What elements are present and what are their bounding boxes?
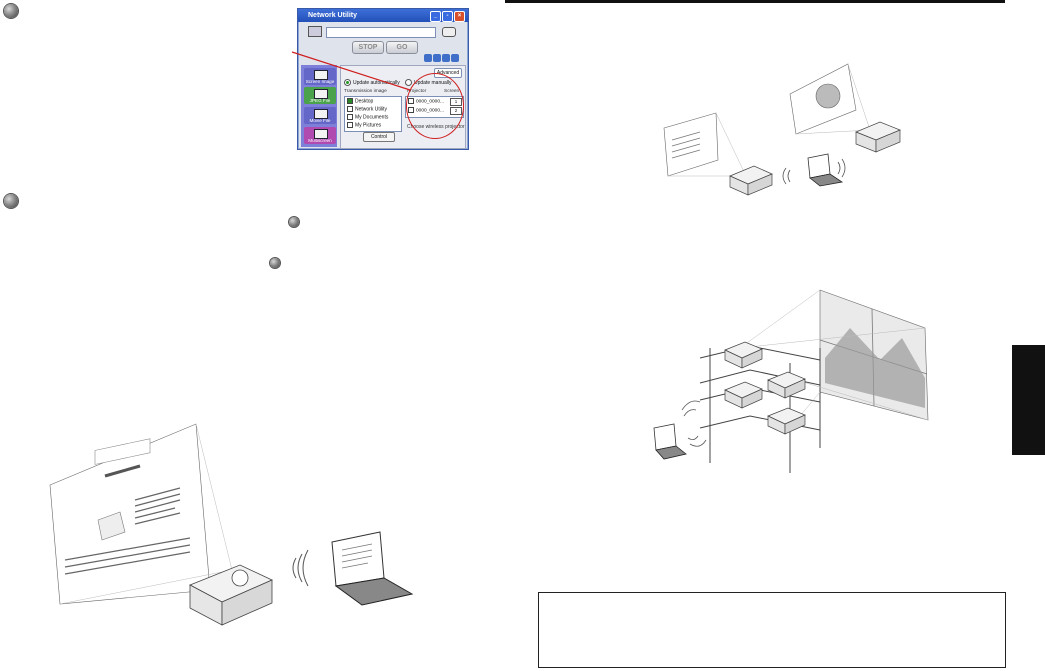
update-auto-radio[interactable]: Update automatically: [344, 79, 400, 86]
slide-text-block: [671, 131, 701, 159]
info-icon[interactable]: [451, 54, 459, 62]
nav-screen-image[interactable]: Screen Image: [304, 68, 336, 85]
projector-icon: [724, 381, 763, 409]
wireless-signal-icon: [782, 158, 846, 185]
mode-nav: Screen Image JPEG File Movie File Multis…: [301, 65, 337, 147]
list-item[interactable]: My Documents: [347, 114, 388, 120]
slide-text-line: [104, 464, 141, 478]
close-icon[interactable]: ×: [454, 11, 465, 22]
shelf: [699, 345, 821, 473]
header-rule: [505, 0, 1005, 3]
list-item[interactable]: Desktop: [347, 98, 373, 104]
bullet-icon: [4, 4, 18, 18]
control-button[interactable]: Control: [363, 132, 395, 142]
go-button[interactable]: GO: [386, 41, 418, 54]
computer-icon: [308, 26, 322, 37]
toolbar-icons: [424, 54, 464, 63]
projector-icon: [729, 165, 773, 196]
single-projection-illustration: [49, 423, 414, 626]
projector-icon: [767, 371, 806, 399]
bullet-icon: [4, 194, 18, 208]
help-icon[interactable]: [442, 54, 450, 62]
laptop-icon: [807, 153, 844, 187]
pie-chart-slide: [815, 83, 841, 109]
projector-icon: [189, 564, 273, 626]
slide-title-box: [94, 438, 151, 465]
bullet-icon: [270, 258, 280, 268]
projector-icon: [724, 341, 763, 369]
mountain-image: [825, 328, 925, 408]
laptop-icon: [331, 531, 414, 606]
menu-icon[interactable]: -: [442, 11, 453, 22]
transmission-header: Transmission image: [344, 89, 387, 94]
movie-icon: [314, 109, 328, 119]
network-utility-window: Network Utility _ - × STOP GO Screen Ima…: [297, 8, 469, 150]
minimize-icon[interactable]: _: [430, 11, 441, 22]
up-icon[interactable]: [424, 54, 432, 62]
address-field[interactable]: [326, 27, 436, 38]
stop-button[interactable]: STOP: [352, 41, 384, 54]
slide-cube: [97, 511, 126, 541]
note-box: [538, 592, 1006, 668]
slide-text-block: [64, 487, 191, 575]
projector-icon: [767, 407, 806, 435]
projector-icon: [855, 121, 901, 153]
window-titlebar: Network Utility _ - ×: [298, 9, 468, 22]
dual-projection-illustration: [663, 63, 901, 196]
image-list[interactable]: Desktop Network Utility My Documents My …: [344, 96, 402, 132]
nav-movie-file[interactable]: Movie File: [304, 107, 336, 124]
projection-screen: [663, 112, 719, 177]
callout-circle: [406, 73, 464, 139]
multiscreen-icon: [314, 129, 328, 139]
list-item[interactable]: Network Utility: [347, 106, 387, 112]
multiscreen-illustration: [653, 289, 929, 473]
section-tab: [1012, 345, 1045, 455]
projector-icon: [442, 27, 456, 37]
wireless-signal-icon: [292, 549, 309, 587]
refresh-icon[interactable]: [433, 54, 441, 62]
nav-multiscreen[interactable]: Multiscreen: [304, 127, 336, 144]
bullet-icon: [289, 217, 299, 227]
window-title: Network Utility: [308, 12, 358, 19]
wireless-signal-icon: [681, 400, 707, 447]
monitor-icon: [314, 70, 328, 80]
list-item[interactable]: My Pictures: [347, 122, 381, 128]
nav-jpeg-file[interactable]: JPEG File: [304, 87, 336, 104]
image-icon: [314, 89, 328, 99]
laptop-icon: [653, 423, 687, 460]
